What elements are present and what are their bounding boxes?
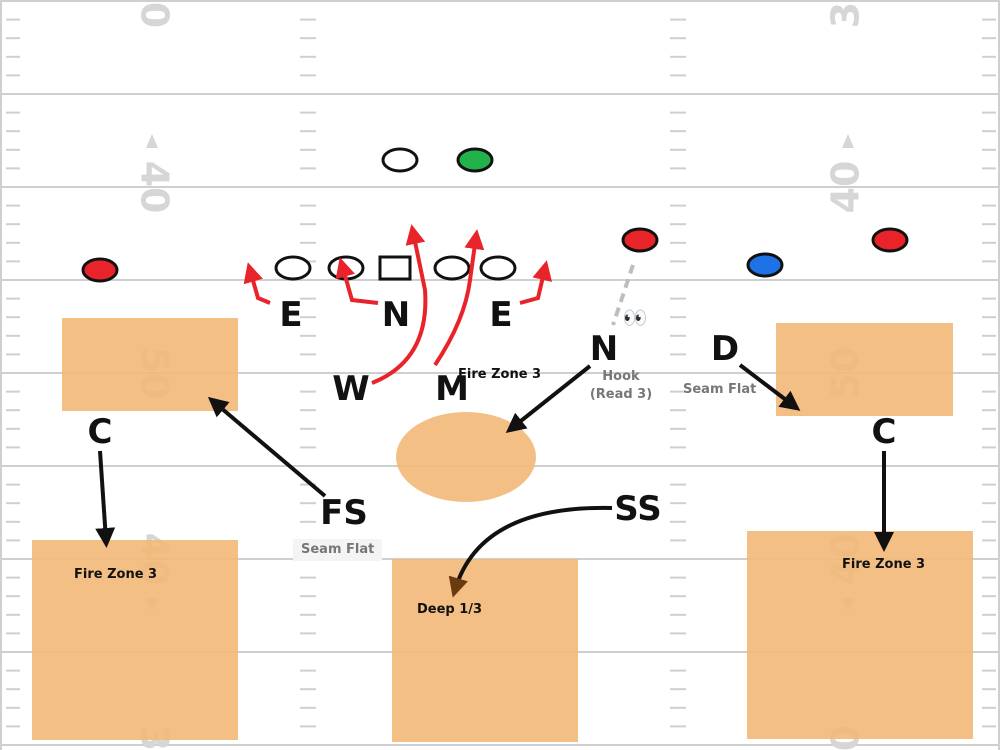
defender-dime: D: [710, 329, 740, 369]
zone-seam-flat-right: [776, 323, 953, 416]
zone-label-fire-zone-right: Fire Zone 3: [842, 557, 926, 572]
drop-arrow-dime: [738, 363, 801, 411]
rush-arrow-will: [371, 224, 428, 385]
offensive-lineman: [433, 255, 471, 281]
rush-arrows: [243, 224, 553, 385]
defender-corner-right: C: [871, 412, 897, 452]
tight-end: [746, 252, 784, 278]
defender-mike: M: [435, 369, 469, 409]
defender-strong-safety: SS: [614, 489, 662, 529]
zone-seam-flat-left: [62, 318, 238, 411]
defender-nickel: N: [589, 329, 619, 369]
defender-free-safety: FS: [320, 493, 368, 533]
offense: [81, 147, 909, 283]
center: [378, 255, 412, 281]
offensive-player: [381, 147, 419, 173]
drop-arrow-nickel: [505, 364, 592, 433]
zone-fire-zone-right: [747, 531, 973, 739]
receiver-slot: [621, 227, 659, 253]
yard-number: 40: [133, 161, 177, 214]
zone-label-seam-flat-right: Seam Flat: [683, 382, 757, 397]
defender-corner-left: C: [87, 412, 113, 452]
zone-fire-zone-left: [32, 540, 238, 740]
drop-arrow-strong-safety: [448, 505, 613, 598]
hash-marks: [6, 18, 996, 728]
rush-arrow-nose: [335, 257, 379, 305]
yard-arrow: [842, 134, 854, 148]
offensive-lineman: [274, 255, 312, 281]
running-back: [456, 147, 494, 173]
yard-number: 40: [824, 161, 868, 214]
read-line: [611, 264, 635, 326]
drop-arrows: [95, 363, 894, 552]
zone-label-hook-line2: (Read 3): [589, 387, 653, 402]
yard-number: 0: [133, 2, 177, 28]
yard-number: 3: [824, 2, 868, 28]
zone-deep-middle: [392, 559, 578, 742]
zone-label-hook: Hook (Read 3): [586, 368, 656, 404]
defender-end-right: E: [489, 295, 513, 335]
zone-label-hook-line1: Hook: [602, 369, 640, 384]
yard-arrow: [146, 134, 158, 148]
zone-label-fire-zone-mid: Fire Zone 3: [458, 367, 542, 382]
defender-end-left: E: [279, 295, 303, 335]
rush-arrow-end-left: [243, 262, 271, 305]
rush-arrow-mike: [433, 229, 485, 367]
receiver-left: [81, 257, 119, 283]
defender-nose: N: [381, 295, 411, 335]
eyes-icon: 👀: [622, 307, 648, 330]
zone-label-fire-zone-left: Fire Zone 3: [74, 567, 158, 582]
drop-arrow-corner-left: [95, 450, 116, 548]
defender-will: W: [332, 369, 370, 409]
rush-arrow-end-right: [519, 260, 553, 305]
zone-label-deep-middle: Deep 1/3: [417, 602, 483, 617]
zone-hook-middle: [396, 412, 536, 502]
receiver-right: [871, 227, 909, 253]
drop-arrow-free-safety: [207, 396, 327, 498]
coverage-zones: [32, 318, 973, 742]
zone-label-seam-flat-left: Seam Flat: [293, 539, 383, 561]
offensive-lineman: [479, 255, 517, 281]
